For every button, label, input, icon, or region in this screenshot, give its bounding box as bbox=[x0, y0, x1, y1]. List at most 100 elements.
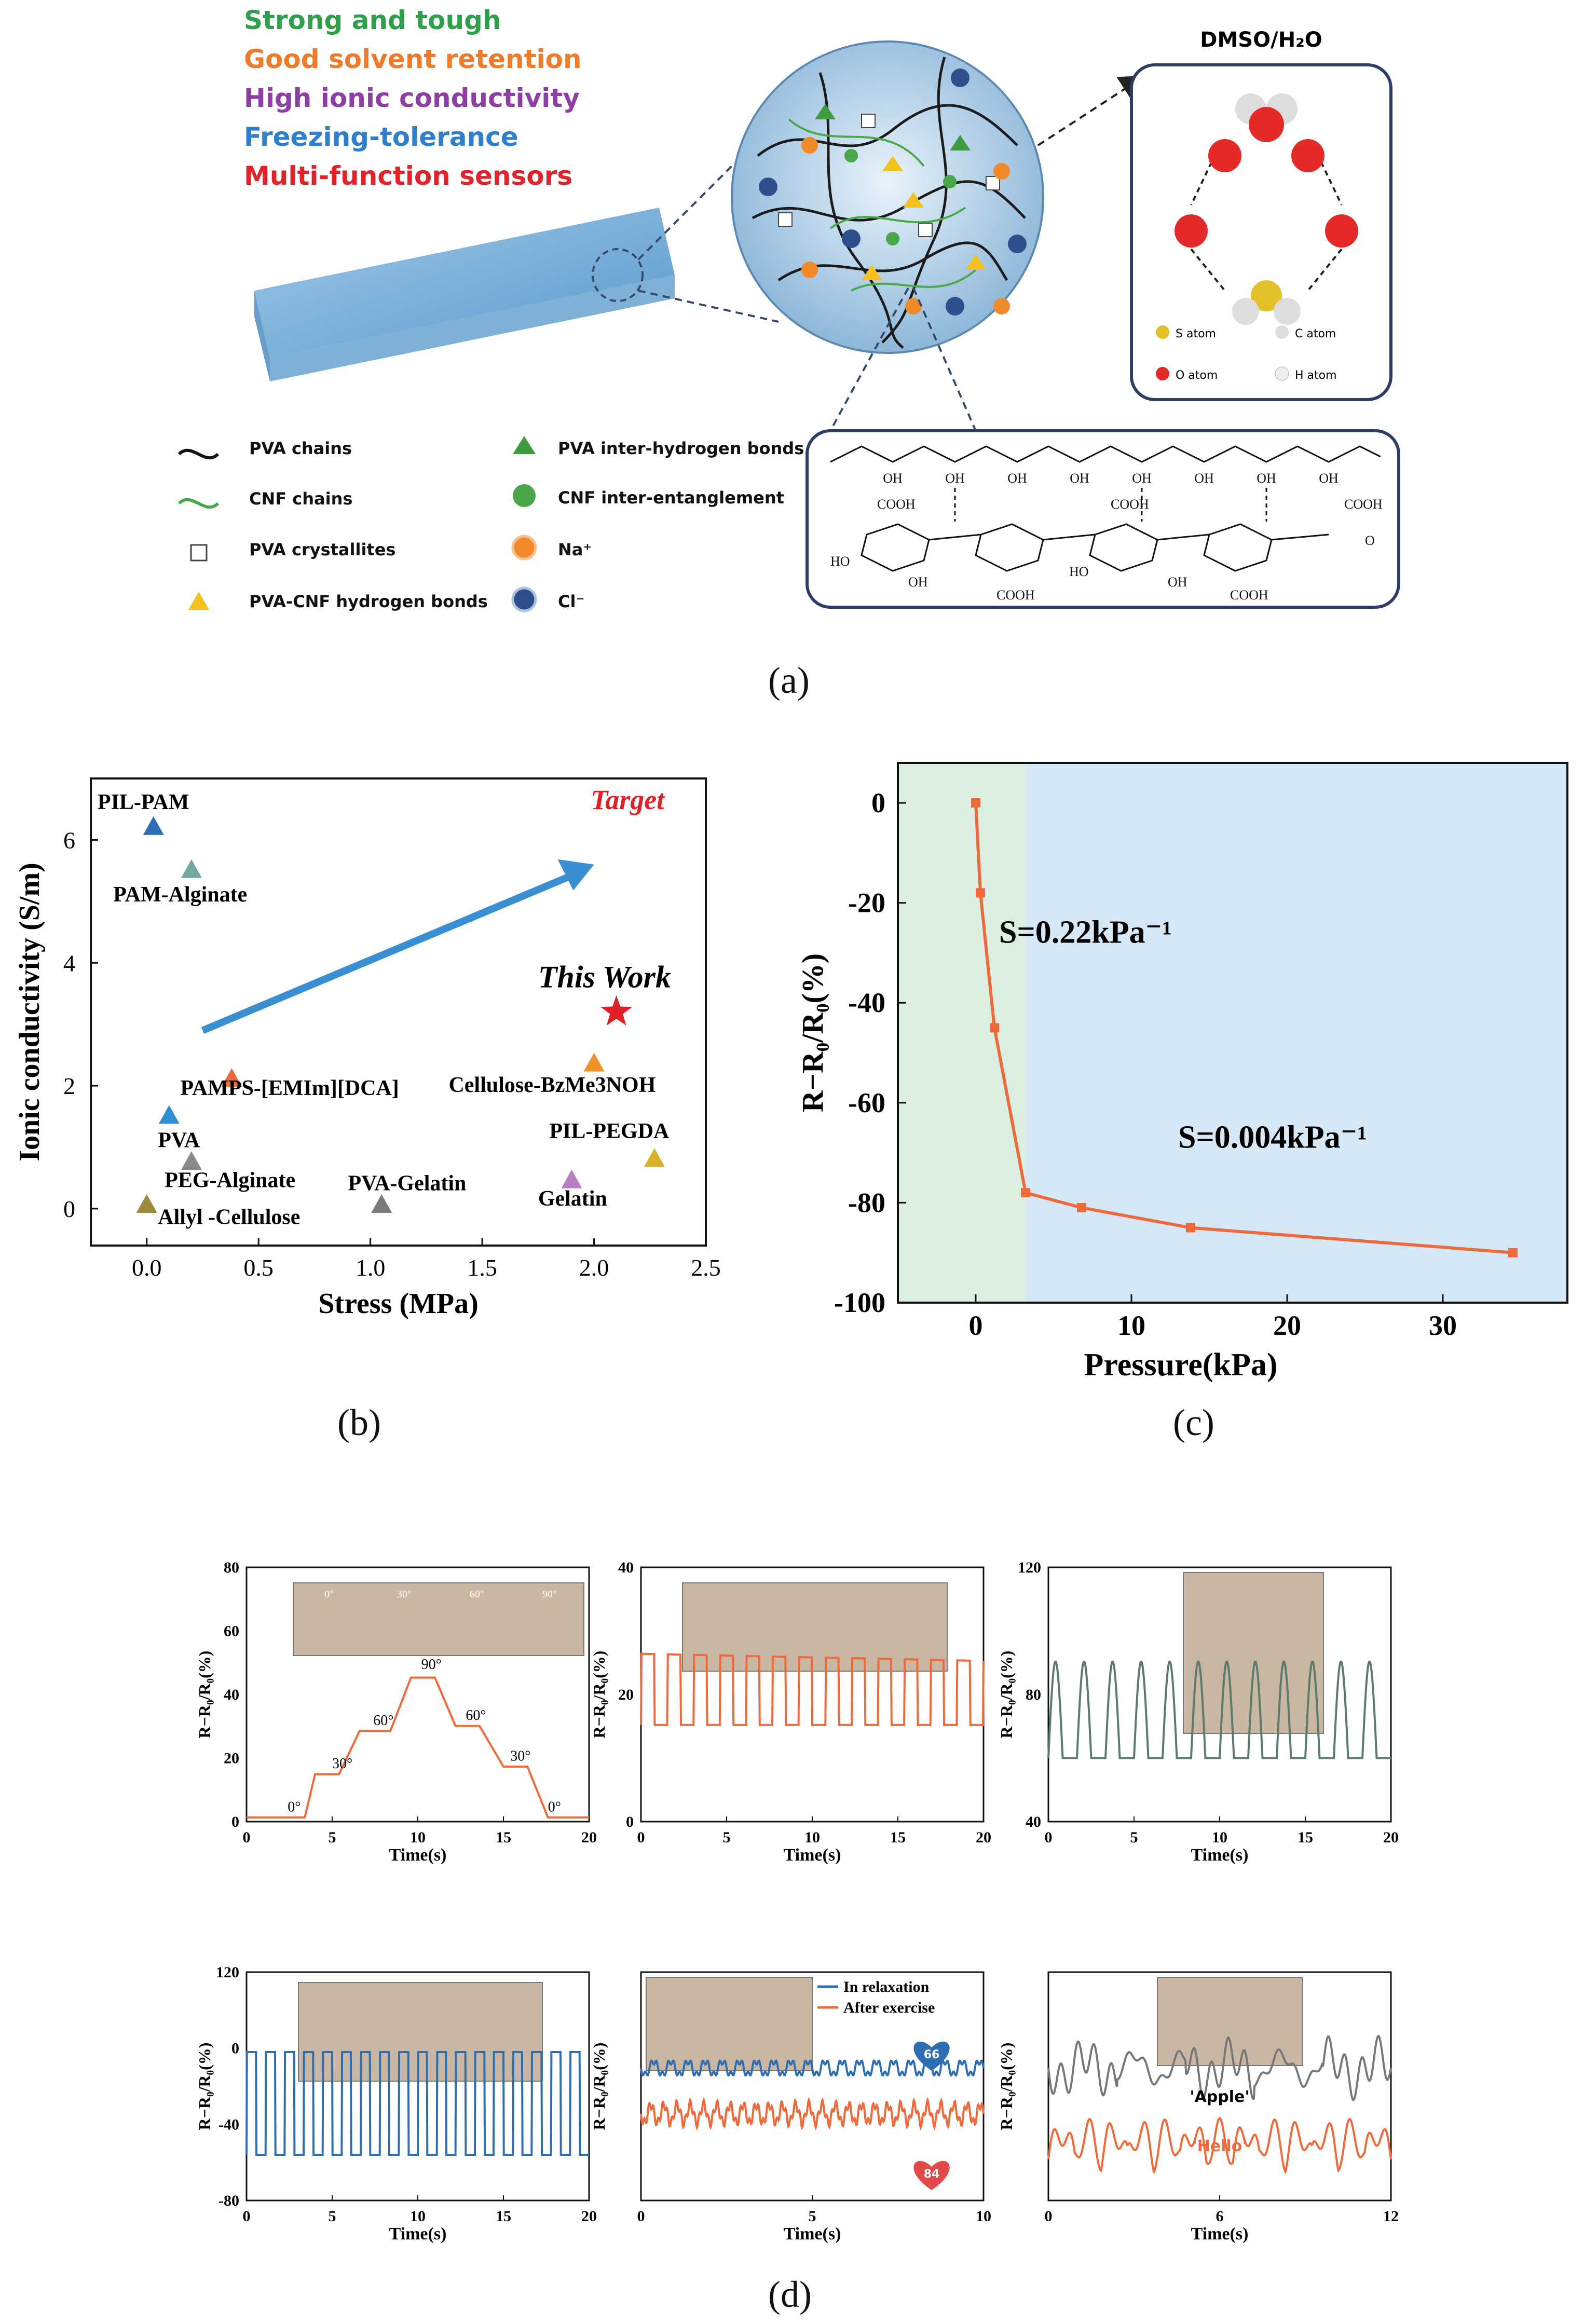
feature-solvent: Good solvent retention bbox=[244, 44, 582, 74]
target-annotation: Target bbox=[591, 784, 665, 815]
svg-text:OH: OH bbox=[908, 575, 928, 590]
point-label: PVA bbox=[158, 1129, 200, 1153]
x-tick-label: 12 bbox=[1383, 2208, 1399, 2225]
svg-text:OH: OH bbox=[1319, 471, 1339, 486]
feature-freezing: Freezing-tolerance bbox=[244, 122, 518, 152]
svg-text:OH: OH bbox=[1070, 471, 1089, 486]
chemical-structure-box: OH OH OH OH OH OH OH OH bbox=[805, 429, 1400, 609]
hydrogel-slab bbox=[254, 160, 779, 381]
y-tick-label: 40 bbox=[224, 1686, 239, 1703]
y-tick-label: 80 bbox=[224, 1559, 239, 1576]
x-tick-label: 5 bbox=[1130, 1829, 1138, 1846]
x-tick-label: 0 bbox=[637, 2208, 645, 2225]
heart-icon bbox=[913, 2041, 950, 2071]
x-tick-label: 30 bbox=[1429, 1310, 1457, 1341]
s-atom-label: S atom bbox=[1176, 327, 1216, 340]
x-tick-label: 1.5 bbox=[467, 1254, 497, 1281]
sensor-curve bbox=[640, 1652, 985, 1726]
x-tick-label: 10 bbox=[1212, 1829, 1227, 1846]
blue-region bbox=[1026, 763, 1567, 1303]
series-point bbox=[1508, 1248, 1518, 1257]
h-atom-label: H atom bbox=[1295, 369, 1337, 382]
svg-text:HO: HO bbox=[830, 554, 850, 569]
point-marker bbox=[143, 816, 164, 835]
y-axis-label: R−R₀/R₀(%) bbox=[997, 1651, 1016, 1739]
network-sphere bbox=[731, 40, 1145, 431]
x-tick-label: 0 bbox=[969, 1310, 983, 1341]
panel-label-d: (d) bbox=[768, 2274, 812, 2315]
word-apple: 'Apple' bbox=[1190, 2088, 1249, 2106]
panel-a-legend-symbols bbox=[177, 436, 537, 612]
y-tick-label: 40 bbox=[1026, 1813, 1041, 1830]
sensor-curve bbox=[1047, 2034, 1392, 2101]
photo-angle-label: 90° bbox=[542, 1589, 557, 1600]
photo-inset bbox=[1183, 1572, 1324, 1734]
angle-label: 0° bbox=[548, 1799, 561, 1815]
x-tick-label: 2.0 bbox=[579, 1254, 609, 1281]
x-tick-label: 20 bbox=[581, 2208, 597, 2225]
svg-text:OH: OH bbox=[1132, 471, 1152, 486]
x-tick-label: 0.0 bbox=[132, 1254, 162, 1281]
legend-pva-chains: PVA chains bbox=[249, 439, 352, 458]
svg-text:COOH: COOH bbox=[877, 497, 916, 512]
legend-relaxation: In relaxation bbox=[843, 1978, 930, 1995]
legend-cnf-entanglement: CNF inter-entanglement bbox=[558, 488, 784, 508]
y-tick-label: 40 bbox=[618, 1559, 634, 1576]
x-tick-label: 0 bbox=[1045, 2208, 1053, 2225]
point-label: PIL-PEGDA bbox=[549, 1119, 670, 1143]
feature-ionic: High ionic conductivity bbox=[244, 83, 580, 113]
slope-annotation-1: S=0.22kPa⁻¹ bbox=[999, 915, 1172, 950]
legend-na: Na⁺ bbox=[558, 540, 592, 559]
x-tick-label: 20 bbox=[581, 1829, 597, 1846]
x-tick-label: 15 bbox=[496, 2208, 511, 2225]
y-tick-label: 2 bbox=[63, 1073, 75, 1099]
point-marker bbox=[371, 1194, 392, 1213]
point-this-work bbox=[600, 995, 633, 1026]
y-tick-label: 6 bbox=[63, 827, 75, 853]
sensor-curve bbox=[1047, 2117, 1392, 2175]
legend-cl: Cl⁻ bbox=[558, 592, 585, 611]
panel-label-b: (b) bbox=[337, 1402, 381, 1443]
heart-rate-label: 66 bbox=[924, 2048, 940, 2061]
x-tick-label: 20 bbox=[1383, 1829, 1399, 1846]
word-hello: 'Hello' bbox=[1193, 2137, 1247, 2155]
x-tick-label: 10 bbox=[804, 1829, 820, 1846]
dmso-title: DMSO/H₂O bbox=[1200, 28, 1322, 52]
y-axis-label: Ionic conductivity (S/m) bbox=[13, 863, 46, 1161]
y-tick-label: -100 bbox=[834, 1287, 885, 1318]
svg-text:COOH: COOH bbox=[996, 587, 1035, 603]
point-label: PAM-Alginate bbox=[113, 883, 247, 907]
x-axis-label: Time(s) bbox=[784, 2224, 841, 2244]
y-tick-label: 0 bbox=[871, 787, 885, 818]
x-axis-label: Time(s) bbox=[1191, 1845, 1249, 1865]
y-tick-label: 20 bbox=[224, 1750, 239, 1767]
svg-text:OH: OH bbox=[1194, 471, 1214, 486]
green-region bbox=[898, 763, 1026, 1303]
point-label: PEG-Alginate bbox=[165, 1169, 295, 1193]
photo-angle-label: 0° bbox=[324, 1589, 334, 1600]
x-tick-label: 2.5 bbox=[691, 1254, 721, 1281]
x-axis-label: Stress (MPa) bbox=[318, 1288, 478, 1320]
feature-sensors: Multi-function sensors bbox=[244, 161, 573, 191]
point-label: PIL-PAM bbox=[98, 790, 189, 814]
x-axis-label: Time(s) bbox=[784, 1845, 841, 1865]
legend-pva-crystallites: PVA crystallites bbox=[249, 540, 396, 559]
x-tick-label: 0 bbox=[243, 2208, 251, 2225]
legend-exercise: After exercise bbox=[843, 1999, 935, 2016]
angle-label: 90° bbox=[421, 1657, 442, 1673]
point-label: PAMPS-[EMIm][DCA] bbox=[180, 1076, 399, 1100]
y-tick-label: 0 bbox=[231, 1813, 239, 1830]
angle-label: 30° bbox=[510, 1748, 530, 1764]
series-point bbox=[1186, 1223, 1195, 1233]
y-axis-label: R−R₀/R₀(%) bbox=[195, 2043, 214, 2130]
plot-frame bbox=[897, 762, 1568, 1304]
heart-rate-label: 84 bbox=[924, 2168, 940, 2181]
series-point bbox=[971, 798, 980, 808]
y-tick-label: -40 bbox=[848, 987, 885, 1018]
point-marker bbox=[136, 1194, 157, 1213]
sensor-curve bbox=[640, 2097, 985, 2131]
series-point bbox=[990, 1023, 999, 1033]
x-axis-label: Time(s) bbox=[389, 1845, 447, 1865]
svg-text:COOH: COOH bbox=[1111, 497, 1149, 512]
